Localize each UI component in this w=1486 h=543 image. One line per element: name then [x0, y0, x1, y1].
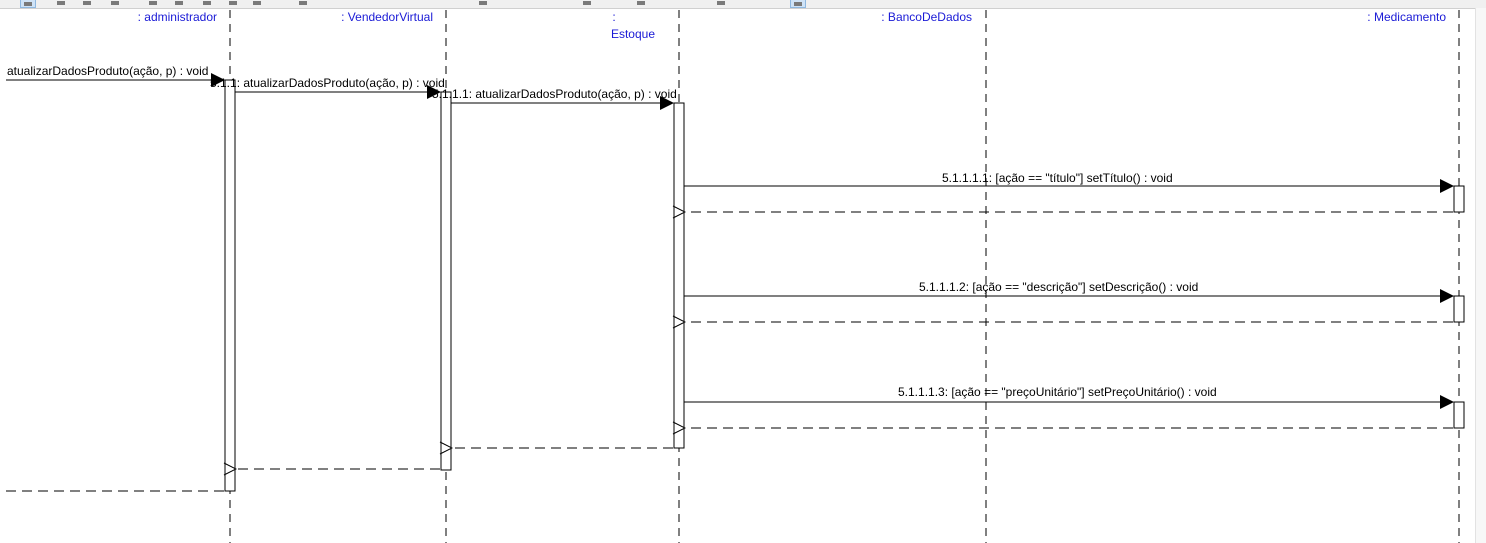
fragment-icon[interactable] [580, 0, 594, 6]
zoom-icon[interactable] [714, 0, 728, 6]
lifeline-label-administrador[interactable]: : administrador [138, 10, 217, 24]
actor-tool-icon[interactable] [172, 0, 186, 6]
lifeline-label-estoque-colon[interactable]: : [612, 10, 615, 24]
pin-tool-icon[interactable] [790, 0, 806, 8]
diagram-toolbar [0, 0, 1486, 9]
activation-bar-medicamento-1[interactable] [1453, 185, 1465, 213]
anchor-icon[interactable] [476, 0, 490, 6]
activation-bar-medicamento-2[interactable] [1453, 295, 1465, 323]
activation-bar-vendedor-virtual[interactable] [440, 91, 452, 471]
message-label-m0[interactable]: atualizarDadosProduto(ação, p) : void [7, 64, 208, 78]
lifeline-label-medicamento[interactable]: : Medicamento [1367, 10, 1446, 24]
lifeline-tool-icon[interactable] [146, 0, 160, 6]
move-tool-icon[interactable] [54, 0, 68, 6]
vertical-scrollbar[interactable] [1475, 8, 1486, 543]
activation-bar-estoque[interactable] [673, 102, 685, 449]
lifeline-label-estoque[interactable]: Estoque [611, 27, 655, 41]
activation-bar-medicamento-3[interactable] [1453, 401, 1465, 429]
message-tool-icon[interactable] [80, 0, 94, 6]
frame-icon[interactable] [296, 0, 310, 6]
layout-icon[interactable] [634, 0, 648, 6]
lifeline-label-banco-de-dados[interactable]: : BancoDeDados [881, 10, 972, 24]
message-label-m4[interactable]: 5.1.1.1.2: [ação == "descrição"] setDesc… [919, 280, 1198, 294]
message-label-m3[interactable]: 5.1.1.1.1: [ação == "título"] setTítulo(… [942, 171, 1173, 185]
select-tool-icon[interactable] [20, 0, 36, 8]
return-message-tool-icon[interactable] [108, 0, 122, 6]
comment-icon[interactable] [250, 0, 264, 6]
activation-bar-administrador[interactable] [224, 79, 236, 492]
note-icon[interactable] [226, 0, 240, 6]
message-label-m5[interactable]: 5.1.1.1.3: [ação == "preçoUnitário"] set… [898, 385, 1217, 399]
lifeline-label-vendedor-virtual[interactable]: : VendedorVirtual [341, 10, 433, 24]
message-label-m1[interactable]: 5.1.1: atualizarDadosProduto(ação, p) : … [210, 76, 445, 90]
message-label-m2[interactable]: 5.1.1.1: atualizarDadosProduto(ação, p) … [432, 87, 677, 101]
delete-icon[interactable] [200, 0, 214, 6]
